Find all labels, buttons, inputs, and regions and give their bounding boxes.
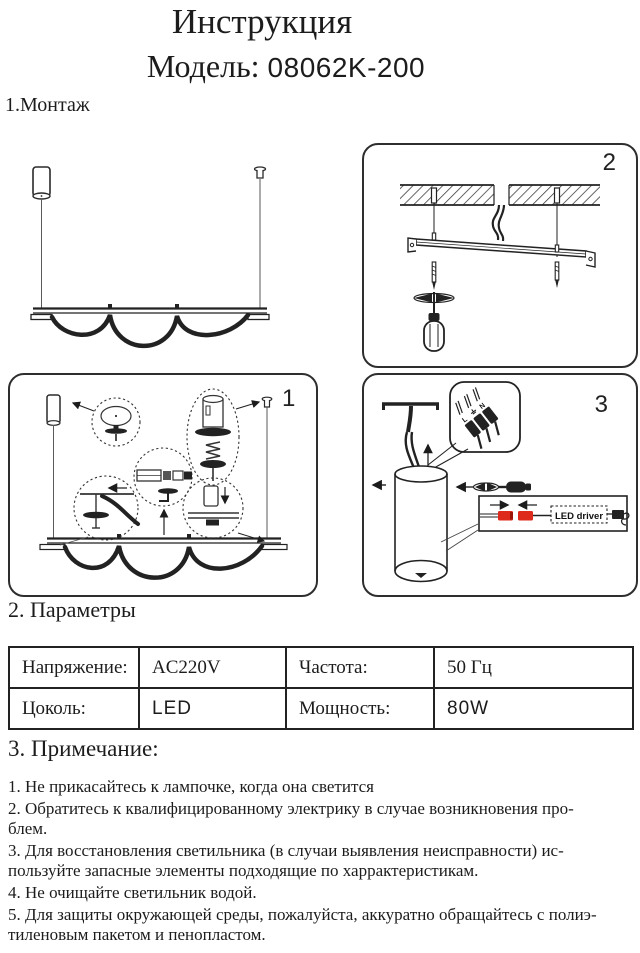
callout-cable-connector	[133, 447, 193, 507]
note-item-2: 2. Обратитесь к квалифицированному элект…	[8, 799, 574, 838]
figure-step1-panel: 1	[8, 373, 318, 597]
figure-1-label: 1	[282, 385, 296, 412]
note-item-4: 4. Не очищайте светильник водой.	[8, 883, 257, 902]
figure-step3-illustration: L N	[371, 381, 630, 583]
note-item-5: 5. Для защиты окружающей среды, пожалуйс…	[8, 905, 597, 944]
callout-canopy-spring	[186, 388, 261, 486]
red-connector-socket	[518, 511, 533, 521]
terminal-label-l: L	[461, 416, 469, 425]
screwdriver	[413, 292, 455, 352]
figure-3-label: 3	[594, 391, 608, 418]
inset-leader-line-1	[440, 523, 479, 543]
callout-endcap-mounting	[182, 477, 266, 543]
callout-canopy-base	[71, 397, 141, 447]
model-label: Модель:	[146, 48, 260, 84]
callout-bracket-end	[59, 475, 140, 546]
param-frequency-label: Частота:	[285, 646, 435, 689]
ceiling-hatched	[400, 184, 600, 206]
figure-lamp-overview	[30, 166, 270, 349]
figure-2-label: 2	[602, 149, 616, 176]
model-line: Модель: 08062K-200	[0, 48, 572, 85]
parameters-table: Напряжение: AC220V Частота: 50 Гц Цоколь…	[8, 646, 634, 730]
wave-led-tube	[49, 312, 251, 349]
led-driver-label: LED driver	[555, 511, 603, 522]
lamp-bar	[39, 534, 288, 551]
led-driver-inset: LED driver	[478, 495, 630, 532]
figure-step1-illustration	[39, 388, 288, 580]
note-item-1: 1. Не прикасайтесь к лампочке, когда она…	[8, 777, 374, 796]
ceiling-fastener	[253, 166, 267, 179]
red-connector-plug	[498, 511, 513, 521]
param-socket-label: Цоколь:	[8, 687, 140, 730]
table-row: Цоколь: LED Мощность: 80W	[8, 687, 634, 730]
table-row: Напряжение: AC220V Частота: 50 Гц	[8, 646, 634, 689]
wires-to-canopy	[404, 431, 421, 469]
ceiling-bracket-t	[382, 402, 439, 433]
param-voltage-label: Напряжение:	[8, 646, 140, 689]
ceiling-canopy	[32, 166, 51, 200]
figure-step2-panel: 2	[362, 143, 638, 368]
parameters-heading: 2. Параметры	[8, 597, 136, 622]
param-power-value: 80W	[433, 687, 634, 730]
param-socket-value: LED	[138, 687, 287, 730]
page-title: Инструкция	[171, 2, 353, 41]
param-voltage-value: AC220V	[138, 646, 287, 689]
figure-step2-illustration	[400, 184, 600, 352]
lamp-bar	[30, 304, 270, 321]
mounting-bracket	[407, 232, 596, 268]
montage-heading: 1.Монтаж	[5, 94, 90, 116]
screwdriver-horizontal	[455, 481, 531, 493]
earth-icon	[470, 409, 477, 415]
terminal-label-n: N	[479, 402, 487, 411]
mains-wire	[491, 204, 506, 242]
model-number: 08062K-200	[267, 52, 426, 83]
terminal-callout-bubble: L N	[427, 381, 521, 469]
notes-heading: 3. Примечание:	[8, 736, 159, 761]
param-frequency-value: 50 Гц	[433, 646, 634, 689]
screw-below-left	[431, 261, 437, 290]
ceiling-fastener	[261, 396, 273, 408]
inset-leader-line-2	[445, 529, 479, 552]
screw-below-right	[554, 261, 560, 288]
figure-step3-panel: L N	[362, 373, 638, 597]
driver-cylinder	[394, 465, 448, 583]
param-power-label: Мощность:	[285, 687, 435, 730]
note-item-3: 3. Для восстановления светильника (в слу…	[8, 841, 564, 880]
ceiling-canopy	[46, 394, 61, 426]
notes-list: 1. Не прикасайтесь к лампочке, когда она…	[8, 777, 636, 947]
wave-led-tube	[62, 543, 265, 580]
